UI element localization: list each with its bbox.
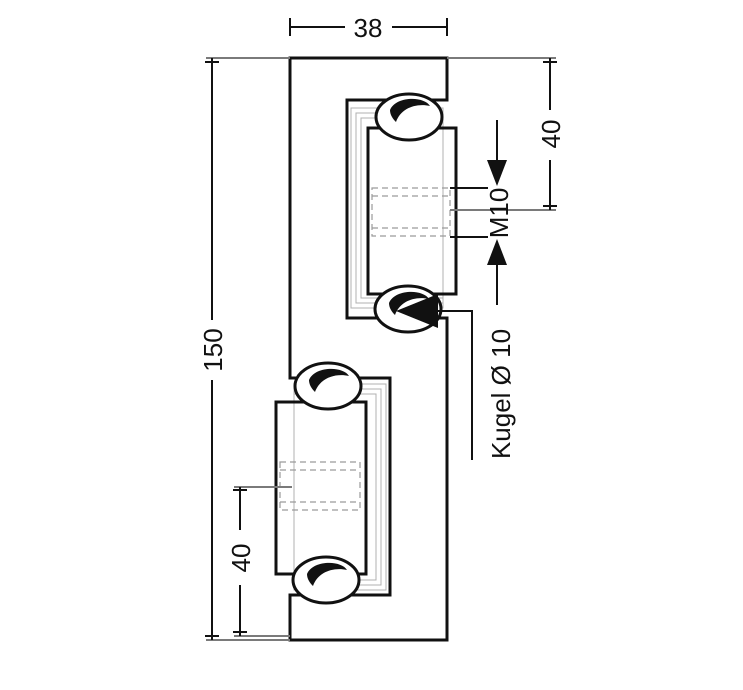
ball-lower-top: [293, 361, 363, 411]
upper-offset-dimension: 40: [447, 57, 566, 211]
ball-callout: Kugel Ø 10: [396, 294, 516, 460]
lower-offset-label: 40: [226, 544, 256, 573]
height-dimension: 150: [198, 57, 290, 641]
upper-offset-label: 40: [536, 120, 566, 149]
lower-offset-dimension: 40: [226, 486, 292, 637]
hinge-body: [288, 56, 449, 642]
ball-callout-label: Kugel Ø 10: [486, 329, 516, 459]
ball-upper-top: [374, 92, 444, 142]
width-dimension-label: 38: [354, 13, 383, 43]
ball-lower-bottom: [291, 555, 361, 605]
thread-callout-label: M10: [484, 188, 514, 239]
thread-callout: M10: [450, 120, 514, 305]
width-dimension: 38: [289, 13, 448, 43]
height-dimension-label: 150: [198, 328, 228, 371]
